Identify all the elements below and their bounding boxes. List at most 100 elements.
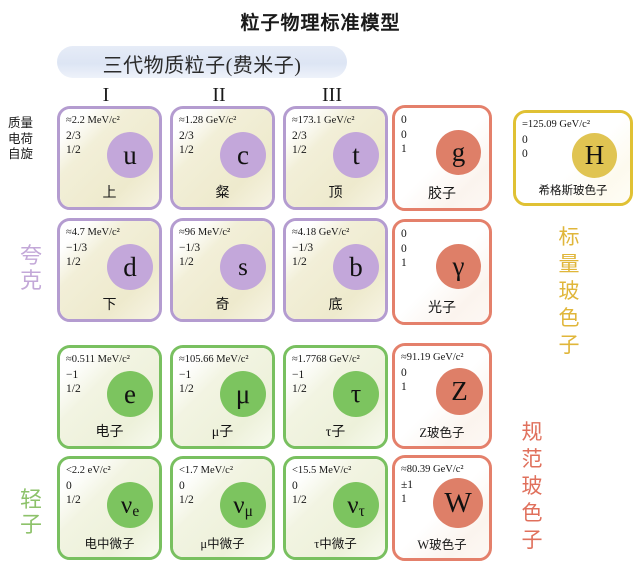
spin-value: 1/2 xyxy=(292,383,307,395)
mass-value: ≈1.7768 GeV/c² xyxy=(292,354,360,365)
charge-value: −1 xyxy=(179,369,192,381)
charge-value: 0 xyxy=(401,243,407,255)
group-label-lepton: 轻子 xyxy=(19,487,42,537)
particle-properties: ≈0.511 MeV/c² −1 1/2 xyxy=(66,353,130,396)
spin-value: 1 xyxy=(401,493,407,505)
particle-cell-up[interactable]: ≈2.2 MeV/c² 2/3 1/2 u 上 xyxy=(57,106,162,210)
mass-value: ≈96 MeV/c² xyxy=(179,227,231,238)
particle-symbol-disc: u xyxy=(107,132,153,178)
mass-value: ≈105.66 MeV/c² xyxy=(179,354,249,365)
mass-value: ≈4.18 GeV/c² xyxy=(292,227,350,238)
particle-name: 顶 xyxy=(328,186,343,201)
particle-properties: ≈91.19 GeV/c² 0 1 xyxy=(401,351,464,394)
particle-name: 电子 xyxy=(95,425,124,440)
mass-value: <15.5 MeV/c² xyxy=(292,465,352,476)
particle-symbol: W xyxy=(444,486,472,519)
charge-value: −1/3 xyxy=(292,242,314,254)
mass-value: ≈2.2 MeV/c² xyxy=(66,115,120,126)
charge-value: −1 xyxy=(66,369,79,381)
particle-name: Z玻色子 xyxy=(419,426,465,440)
label-mass: 质量 xyxy=(8,116,34,130)
particle-properties: ≈4.7 MeV/c² −1/3 1/2 xyxy=(66,226,120,269)
particle-cell-charm[interactable]: ≈1.28 GeV/c² 2/3 1/2 c 粲 xyxy=(170,106,275,210)
spin-value: 0 xyxy=(522,148,528,160)
particle-symbol-disc: Z xyxy=(436,368,483,415)
particle-properties: 0 0 1 xyxy=(401,113,407,156)
particle-cell-muon-neutrino[interactable]: <1.7 MeV/c² 0 1/2 νμ μ中微子 xyxy=(170,456,275,560)
particle-cell-tau-neutrino[interactable]: <15.5 MeV/c² 0 1/2 ντ τ中微子 xyxy=(283,456,388,560)
charge-value: 2/3 xyxy=(292,130,307,142)
fermion-banner: 三代物质粒子(费米子) xyxy=(57,46,347,78)
spin-value: 1/2 xyxy=(179,383,194,395)
mass-value: <1.7 MeV/c² xyxy=(179,465,233,476)
spin-value: 1 xyxy=(401,257,407,269)
charge-value: 0 xyxy=(179,480,185,492)
symbol-subscript: μ xyxy=(244,503,253,521)
particle-cell-zboson[interactable]: ≈91.19 GeV/c² 0 1 Z Z玻色子 xyxy=(392,343,492,449)
spin-value: 1/2 xyxy=(179,494,194,506)
particle-properties: ≈96 MeV/c² −1/3 1/2 xyxy=(179,226,230,269)
particle-symbol: H xyxy=(584,140,605,170)
particle-symbol-disc: ντ xyxy=(333,482,379,528)
particle-name: 希格斯玻色子 xyxy=(538,185,608,197)
spin-value: 1/2 xyxy=(66,383,81,395)
particle-symbol: μ xyxy=(235,378,251,409)
particle-name: 电中微子 xyxy=(84,537,135,551)
particle-cell-tau[interactable]: ≈1.7768 GeV/c² −1 1/2 τ τ子 xyxy=(283,345,388,449)
spin-value: 1/2 xyxy=(179,144,194,156)
mass-value: ≈173.1 GeV/c² xyxy=(292,115,355,126)
particle-name: 下 xyxy=(102,298,117,313)
particle-properties: ≈1.28 GeV/c² 2/3 1/2 xyxy=(179,114,236,157)
generation-header-1: I xyxy=(102,84,110,106)
symbol-subscript: e xyxy=(132,503,140,521)
particle-symbol-disc: g xyxy=(436,130,481,175)
particle-properties: =125.09 GeV/c² 0 0 xyxy=(522,118,590,161)
mass-value: ≈91.19 GeV/c² xyxy=(401,352,464,363)
particle-symbol-disc: τ xyxy=(333,371,379,417)
particle-cell-higgs[interactable]: =125.09 GeV/c² 0 0 H 希格斯玻色子 xyxy=(513,110,633,206)
mass-value: 0 xyxy=(401,228,407,240)
charge-value: 0 xyxy=(66,480,72,492)
spin-value: 1/2 xyxy=(66,256,81,268)
mass-value: <2.2 eV/c² xyxy=(66,465,111,476)
mass-value: ≈0.511 MeV/c² xyxy=(66,354,130,365)
charge-value: −1 xyxy=(292,369,305,381)
particle-symbol-disc: μ xyxy=(220,371,266,417)
particle-symbol: γ xyxy=(452,251,465,281)
particle-symbol: c xyxy=(237,139,249,170)
mass-value: 0 xyxy=(401,114,407,126)
particle-symbol: b xyxy=(349,251,363,282)
particle-symbol: νe xyxy=(121,493,140,521)
symbol-subscript: τ xyxy=(358,503,365,521)
particle-cell-gluon[interactable]: 0 0 1 g 胶子 xyxy=(392,105,492,211)
mass-value: ≈1.28 GeV/c² xyxy=(179,115,237,126)
particle-symbol-disc: s xyxy=(220,244,266,290)
charge-value: 0 xyxy=(401,367,407,379)
particle-cell-photon[interactable]: 0 0 1 γ 光子 xyxy=(392,219,492,325)
particle-symbol-disc: γ xyxy=(436,244,481,289)
particle-cell-muon[interactable]: ≈105.66 MeV/c² −1 1/2 μ μ子 xyxy=(170,345,275,449)
particle-cell-bottom[interactable]: ≈4.18 GeV/c² −1/3 1/2 b 底 xyxy=(283,218,388,322)
charge-value: 2/3 xyxy=(66,130,81,142)
particle-cell-electron-neutrino[interactable]: <2.2 eV/c² 0 1/2 νe 电中微子 xyxy=(57,456,162,560)
particle-properties: <2.2 eV/c² 0 1/2 xyxy=(66,464,111,507)
particle-symbol-disc: H xyxy=(572,133,617,178)
charge-value: −1/3 xyxy=(179,242,201,254)
particle-cell-strange[interactable]: ≈96 MeV/c² −1/3 1/2 s 奇 xyxy=(170,218,275,322)
mass-value: ≈80.39 GeV/c² xyxy=(401,464,464,475)
particle-cell-wboson[interactable]: ≈80.39 GeV/c² ±1 1 W W玻色子 xyxy=(392,455,492,561)
fermion-banner-label: 三代物质粒子(费米子) xyxy=(102,55,302,77)
charge-value: 2/3 xyxy=(179,130,194,142)
spin-value: 1 xyxy=(401,143,407,155)
particle-symbol-disc: W xyxy=(433,478,483,528)
group-label-gauge-boson: 规范玻色子 xyxy=(521,420,543,552)
particle-symbol: Z xyxy=(451,376,468,406)
particle-properties: 0 0 1 xyxy=(401,227,407,270)
particle-cell-down[interactable]: ≈4.7 MeV/c² −1/3 1/2 d 下 xyxy=(57,218,162,322)
generation-header-3: III xyxy=(322,84,342,106)
particle-symbol-disc: e xyxy=(107,371,153,417)
particle-cell-electron[interactable]: ≈0.511 MeV/c² −1 1/2 e 电子 xyxy=(57,345,162,449)
label-spin: 自旋 xyxy=(8,147,34,161)
particle-cell-top[interactable]: ≈173.1 GeV/c² 2/3 1/2 t 顶 xyxy=(283,106,388,210)
